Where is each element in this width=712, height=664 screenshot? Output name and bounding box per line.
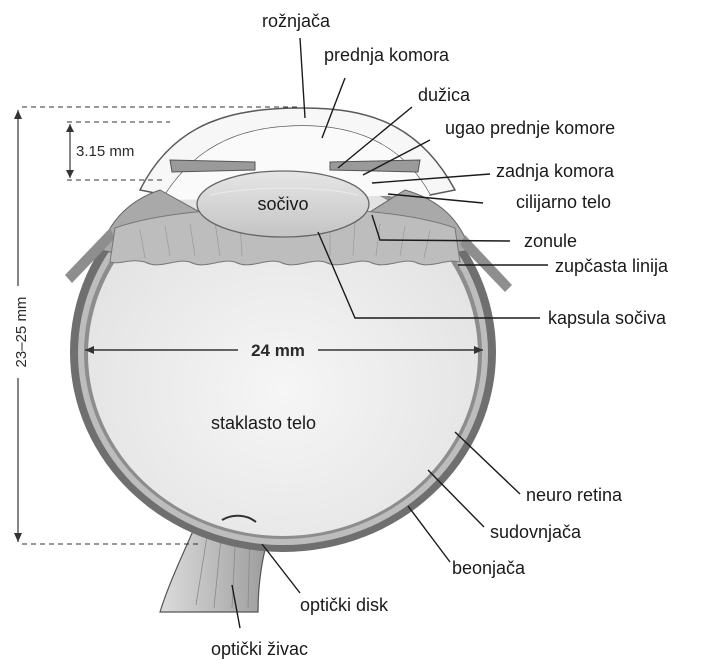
sclera-label: beonjača xyxy=(452,558,526,578)
iris-label: dužica xyxy=(418,85,471,105)
choroid-label: sudovnjača xyxy=(490,522,582,542)
optic-nerve-label: optički živac xyxy=(211,639,308,659)
ciliary-body-label: cilijarno telo xyxy=(516,192,611,212)
iris-shape-right xyxy=(330,160,420,172)
width-label: 24 mm xyxy=(251,341,305,360)
vitreous-label: staklasto telo xyxy=(211,413,316,433)
axial-length-label: 23–25 mm xyxy=(13,297,30,368)
zonules-label: zonule xyxy=(524,231,577,251)
lens-capsule-label: kapsula sočiva xyxy=(548,308,667,328)
anterior-depth-label: 3.15 mm xyxy=(76,143,134,160)
anterior-chamber-label: prednja komora xyxy=(324,45,450,65)
neuro-retina-label: neuro retina xyxy=(526,485,623,505)
ora-serrata-label: zupčasta linija xyxy=(555,256,669,276)
iris-shape xyxy=(170,160,255,172)
optic-disc-label: optički disk xyxy=(300,595,389,615)
lens-label: sočivo xyxy=(257,194,308,214)
chamber-angle-label: ugao prednje komore xyxy=(445,118,615,138)
posterior-chamber-label: zadnja komora xyxy=(496,161,615,181)
cornea-label: rožnjača xyxy=(262,11,331,31)
